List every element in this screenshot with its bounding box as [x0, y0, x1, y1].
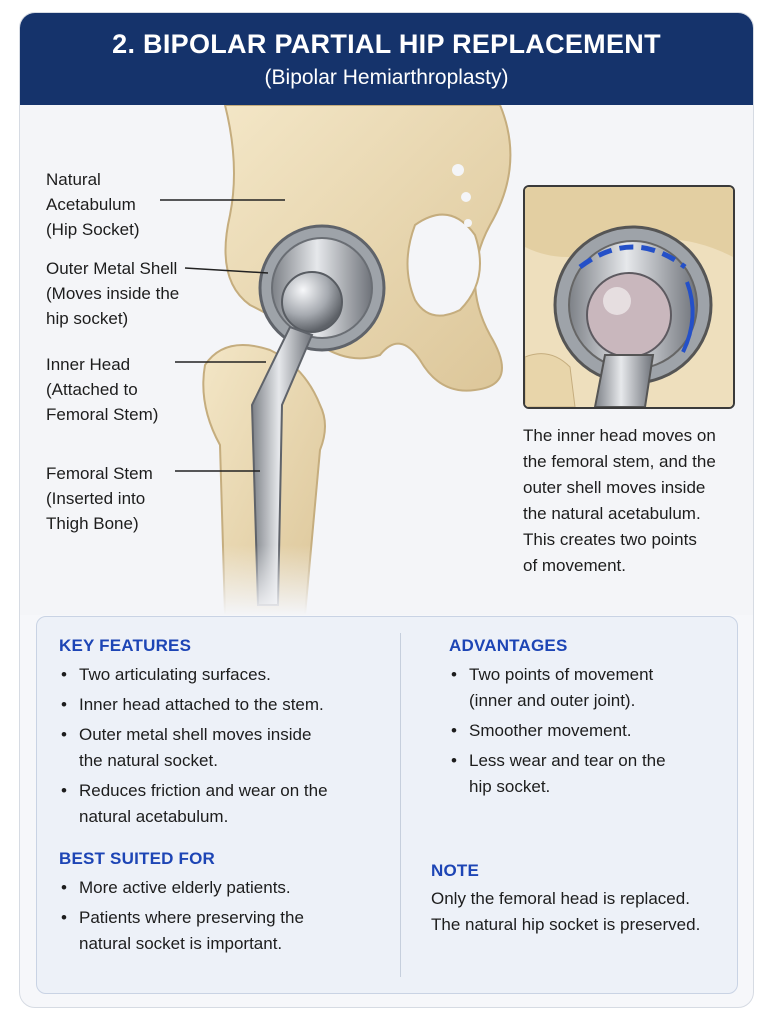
advantages-title: ADVANTAGES [449, 636, 568, 655]
list-item: Two points of movement(inner and outer j… [449, 662, 729, 714]
inner-head [281, 271, 343, 333]
list-item: Smoother movement. [449, 718, 729, 744]
best-suited-list: More active elderly patients. Patients w… [59, 875, 389, 961]
note-title: NOTE [431, 861, 480, 880]
advantages-list: Two points of movement(inner and outer j… [449, 662, 729, 804]
list-item: Inner head attached to the stem. [59, 692, 389, 718]
label-inner-head: Inner Head (Attached to Femoral Stem) [46, 355, 159, 424]
close-up-inset [523, 185, 735, 409]
inset-description: The inner head moves on the femoral stem… [523, 426, 716, 575]
hip-implant-illustration [20, 105, 753, 615]
key-features-title: KEY FEATURES [59, 636, 192, 655]
panel-divider [400, 633, 401, 977]
key-features-list: Two articulating surfaces. Inner head at… [59, 662, 389, 834]
list-item: Two articulating surfaces. [59, 662, 389, 688]
label-natural-acetabulum: Natural Acetabulum (Hip Socket) [46, 170, 140, 239]
list-item: More active elderly patients. [59, 875, 389, 901]
header-banner: 2. BIPOLAR PARTIAL HIP REPLACEMENT (Bipo… [20, 13, 753, 105]
note-text: Only the femoral head is replaced. The n… [431, 889, 701, 934]
page-subtitle: (Bipolar Hemiarthroplasty) [264, 66, 509, 89]
best-suited-title: BEST SUITED FOR [59, 849, 216, 868]
close-up-joint-illustration [525, 187, 733, 407]
obturator-foramen [406, 213, 481, 317]
label-outer-metal-shell: Outer Metal Shell (Moves inside the hip … [46, 259, 180, 328]
page-title: 2. BIPOLAR PARTIAL HIP REPLACEMENT [112, 29, 661, 59]
infographic-card: 2. BIPOLAR PARTIAL HIP REPLACEMENT (Bipo… [19, 12, 754, 1008]
label-femoral-stem: Femoral Stem (Inserted into Thigh Bone) [46, 464, 153, 533]
info-panel: KEY FEATURES Two articulating surfaces. … [36, 616, 738, 994]
list-item: Reduces friction and wear on thenatural … [59, 778, 389, 830]
